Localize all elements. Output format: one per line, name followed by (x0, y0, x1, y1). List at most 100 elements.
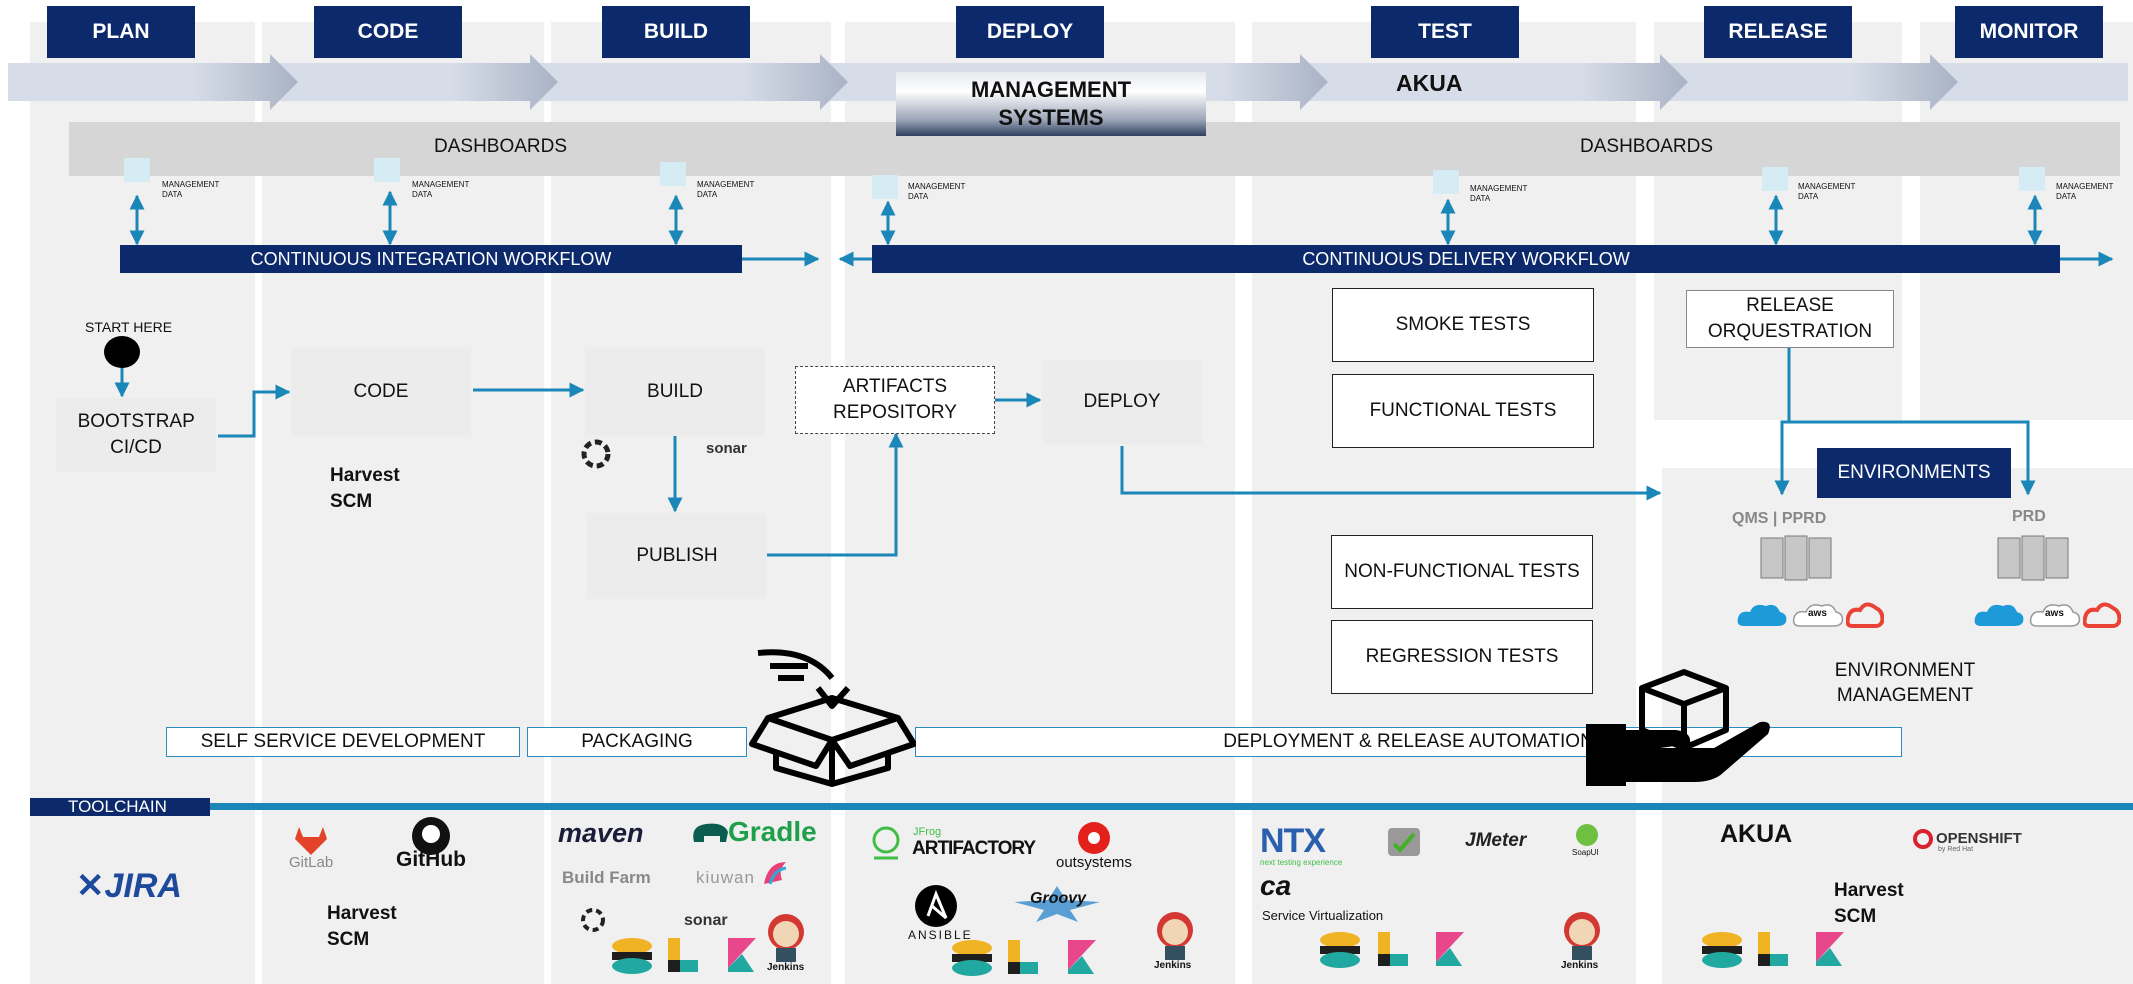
artifacts-repository-label: ARTIFACTS REPOSITORY (833, 376, 957, 423)
prd-label: PRD (2012, 508, 2046, 525)
self-service-development-bar: SELF SERVICE DEVELOPMENT (166, 727, 520, 757)
management-data-label: MANAGEMENT DATA (162, 180, 220, 199)
azure-cloud-icon (1974, 604, 2024, 626)
qms-pprd-label: QMS | PPRD (1732, 510, 1827, 527)
kibana-icon (728, 938, 756, 972)
jfrog-icon (872, 826, 900, 860)
soapui-label: SoapUI (1572, 848, 1599, 857)
open-box-icon (749, 649, 916, 787)
logstash-icon (668, 938, 698, 972)
ca-logo: ca (1260, 870, 1292, 901)
akua-toolchain-logo: AKUA (1720, 820, 1793, 848)
management-data-icon (374, 158, 400, 182)
management-data-label: MANAGEMENT DATA (1470, 184, 1528, 203)
management-data-label: MANAGEMENT DATA (412, 180, 470, 199)
start-here-label: START HERE (85, 319, 173, 335)
outsystems-label: outsystems (1056, 854, 1132, 871)
cd-workflow-bar: CONTINUOUS DELIVERY WORKFLOW (872, 245, 2060, 273)
openshift-label: OPENSHIFT (1936, 830, 2022, 847)
aws-label: aws (2045, 608, 2064, 619)
logstash-icon (1758, 932, 1788, 966)
logstash-icon (1378, 932, 1408, 966)
kiuwan-bird-icon (764, 862, 787, 885)
functional-tests-box: FUNCTIONAL TESTS (1332, 374, 1594, 448)
phase-deploy: DEPLOY (956, 6, 1104, 58)
artifacts-repository-node: ARTIFACTS REPOSITORY (795, 366, 995, 434)
akua-pipeline-label: AKUA (1396, 70, 1463, 96)
outsystems-icon (1078, 822, 1110, 854)
kibana-icon (1816, 932, 1844, 966)
elastic-icon (1702, 932, 1742, 968)
server-stack-icon (1760, 535, 1832, 581)
ntx-tagline: next testing experience (1260, 858, 1343, 867)
sonar-toolchain-logo: sonar (684, 912, 728, 929)
elastic-icon (952, 940, 992, 976)
ansible-label: ANSIBLE (908, 928, 973, 942)
release-orchestration-box: RELEASE ORQUESTRATION (1686, 290, 1894, 348)
soapui-icon (1576, 824, 1598, 846)
management-systems-label: MANAGEMENT SYSTEMS (970, 77, 1132, 130)
phase-plan: PLAN (47, 6, 195, 58)
harvest-scm-flow: Harvest SCM (330, 465, 400, 512)
gcp-cloud-icon (1846, 602, 1884, 628)
aws-label: aws (1808, 608, 1827, 619)
jenkins-label: Jenkins (767, 962, 805, 973)
openshift-tagline: by Red Hat (1938, 846, 1974, 853)
phase-test: TEST (1371, 6, 1519, 58)
column-deploy (845, 22, 1235, 984)
management-data-icon (1762, 167, 1788, 191)
management-data-icon (872, 175, 898, 199)
sonar-flow-logo: sonar (706, 440, 747, 457)
kibana-icon (1068, 940, 1096, 974)
jira-label: JIRA (104, 867, 182, 905)
hand-box-icon (1586, 669, 1770, 786)
phase-build: BUILD (602, 6, 750, 58)
regression-tests-box: REGRESSION TESTS (1331, 620, 1593, 694)
selenium-icon (1388, 828, 1420, 856)
start-dot (104, 336, 140, 368)
ci-workflow-bar: CONTINUOUS INTEGRATION WORKFLOW (120, 245, 742, 273)
aws-cloud-icon (2029, 604, 2081, 627)
maven-logo: maven (558, 818, 644, 848)
management-data-icon (2019, 167, 2045, 191)
groovy-label: Groovy (1030, 890, 1087, 907)
jenkins-icon (1157, 912, 1193, 960)
management-systems-box: MANAGEMENT SYSTEMS (896, 72, 1206, 136)
gcp-cloud-icon (2083, 602, 2121, 628)
server-stack-icon (1997, 535, 2069, 581)
publish-node: PUBLISH (587, 513, 767, 599)
artifactory-label: ARTIFACTORY (912, 838, 1036, 859)
non-functional-tests-box: NON-FUNCTIONAL TESTS (1331, 535, 1593, 609)
ntx-logo: NTX (1260, 822, 1326, 860)
management-data-icon (124, 158, 150, 182)
harvest-scm-toolchain-release: Harvest SCM (1834, 880, 1904, 927)
kibana-icon (1436, 932, 1464, 966)
management-data-icon (1433, 170, 1459, 194)
ansible-icon (915, 885, 957, 927)
deploy-node: DEPLOY (1042, 360, 1202, 444)
build-node: BUILD (585, 348, 765, 436)
jenkins-label: Jenkins (1154, 960, 1192, 971)
smoke-tests-box: SMOKE TESTS (1332, 288, 1594, 362)
environments-box: ENVIRONMENTS (1817, 448, 2011, 498)
github-label: GitHub (396, 848, 466, 871)
gitlab-label: GitLab (289, 854, 334, 871)
elastic-icon (1320, 932, 1360, 968)
environment-management-label: ENVIRONMENT MANAGEMENT (1834, 660, 1976, 706)
toolchain-label: TOOLCHAIN (30, 798, 210, 816)
azure-cloud-icon (1737, 604, 1787, 626)
column-code (262, 22, 544, 984)
harvest-scm-toolchain-code: Harvest SCM (327, 903, 397, 950)
management-data-label: MANAGEMENT DATA (697, 180, 755, 199)
packaging-bar: PACKAGING (527, 727, 747, 757)
dashboards-label-right: DASHBOARDS (1580, 136, 1714, 157)
cobalt-icon (581, 908, 605, 932)
jenkins-icon (768, 914, 804, 962)
elastic-icon (612, 938, 652, 974)
jmeter-logo: JMeter (1465, 830, 1527, 851)
groovy-star-icon (1014, 886, 1100, 922)
pipeline-band (8, 54, 2128, 110)
column-plan (30, 22, 255, 984)
kiuwan-logo: kiuwan (696, 868, 755, 887)
gradle-logo: Gradle (728, 816, 817, 847)
